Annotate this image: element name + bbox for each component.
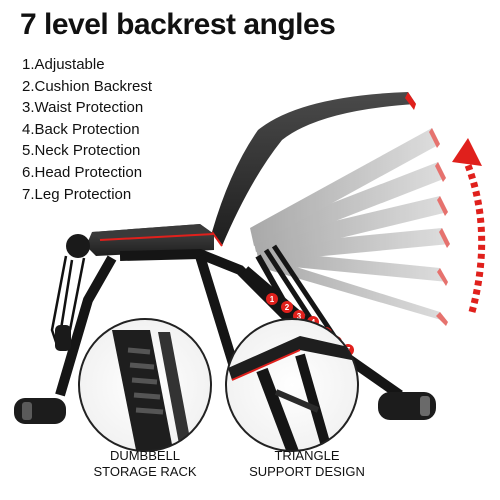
ghost-backrest-4 xyxy=(254,196,448,258)
feature-item: 5.Neck Protection xyxy=(22,142,141,160)
ghost-backrest-7 xyxy=(258,255,448,326)
feature-item: 1.Adjustable xyxy=(22,56,105,73)
feature-item: 3.Waist Protection xyxy=(22,99,144,117)
detail-dumbbell-rack xyxy=(78,318,212,452)
feature-item: 7.Leg Protection xyxy=(22,185,132,203)
ghost-backrest-3 xyxy=(252,162,446,252)
feature-item: 6.Head Protection xyxy=(22,163,143,181)
caption-line: TRIANGLE xyxy=(274,448,340,463)
caption-line: DUMBBELL xyxy=(109,448,181,463)
ghost-backrest-5 xyxy=(256,228,450,262)
level-number: 3 xyxy=(297,312,302,321)
leg-roller xyxy=(50,234,90,351)
caption-line: SUPPORT DESIGN xyxy=(249,464,365,479)
feature-item: 2.Cushion Backrest xyxy=(22,77,153,95)
caption-triangle-support: TRIANGLE SUPPORT DESIGN xyxy=(232,448,382,480)
seat-pad xyxy=(86,224,215,256)
ghost-backrest-6 xyxy=(258,250,448,286)
caption-line: STORAGE RACK xyxy=(93,464,197,479)
caption-dumbbell-rack: DUMBBELL STORAGE RACK xyxy=(70,448,220,480)
feature-item: 4.Back Protection xyxy=(22,120,140,138)
level-number: 1 xyxy=(270,295,275,304)
ghost-backrest-positions xyxy=(250,128,450,326)
feature-list: 1.Adjustable 2.Cushion Backrest 3.Waist … xyxy=(22,54,152,205)
upward-arrow-icon xyxy=(452,138,486,313)
ghost-backrest-2 xyxy=(250,128,440,246)
headline: 7 level backrest angles xyxy=(20,8,336,41)
detail-triangle-support xyxy=(225,318,359,452)
floor-rollers xyxy=(14,392,436,424)
level-number: 2 xyxy=(285,303,290,312)
